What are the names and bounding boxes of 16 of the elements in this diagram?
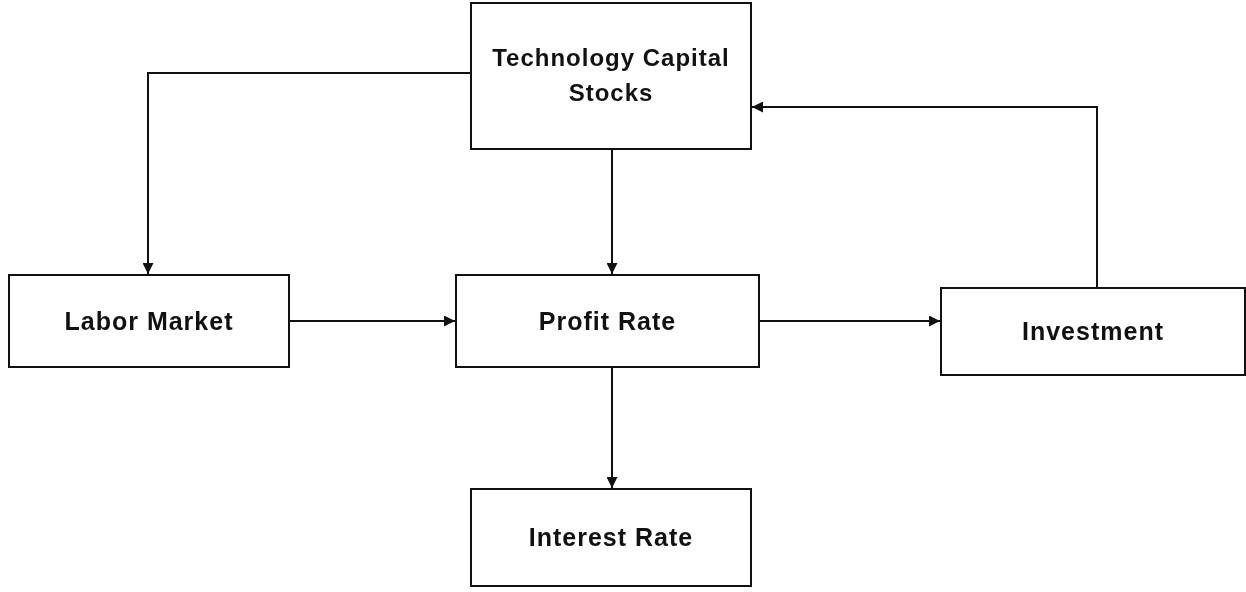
process-box bbox=[940, 287, 1246, 376]
arrow bbox=[289, 315, 456, 327]
arrow bbox=[606, 367, 618, 489]
arrow bbox=[142, 72, 471, 275]
process-box bbox=[8, 274, 290, 368]
box-label: Interest Rate bbox=[528, 522, 694, 554]
arrow bbox=[606, 149, 618, 275]
box-label: Investment bbox=[1022, 316, 1164, 348]
process-box bbox=[470, 2, 752, 150]
arrow bbox=[751, 101, 1098, 288]
box-label: Technology Capital Stocks bbox=[492, 43, 730, 108]
process-box bbox=[470, 488, 752, 587]
box-label: Profit Rate bbox=[538, 305, 677, 337]
process-box bbox=[455, 274, 760, 368]
arrow bbox=[759, 315, 941, 327]
box-label: Labor Market bbox=[64, 305, 234, 337]
